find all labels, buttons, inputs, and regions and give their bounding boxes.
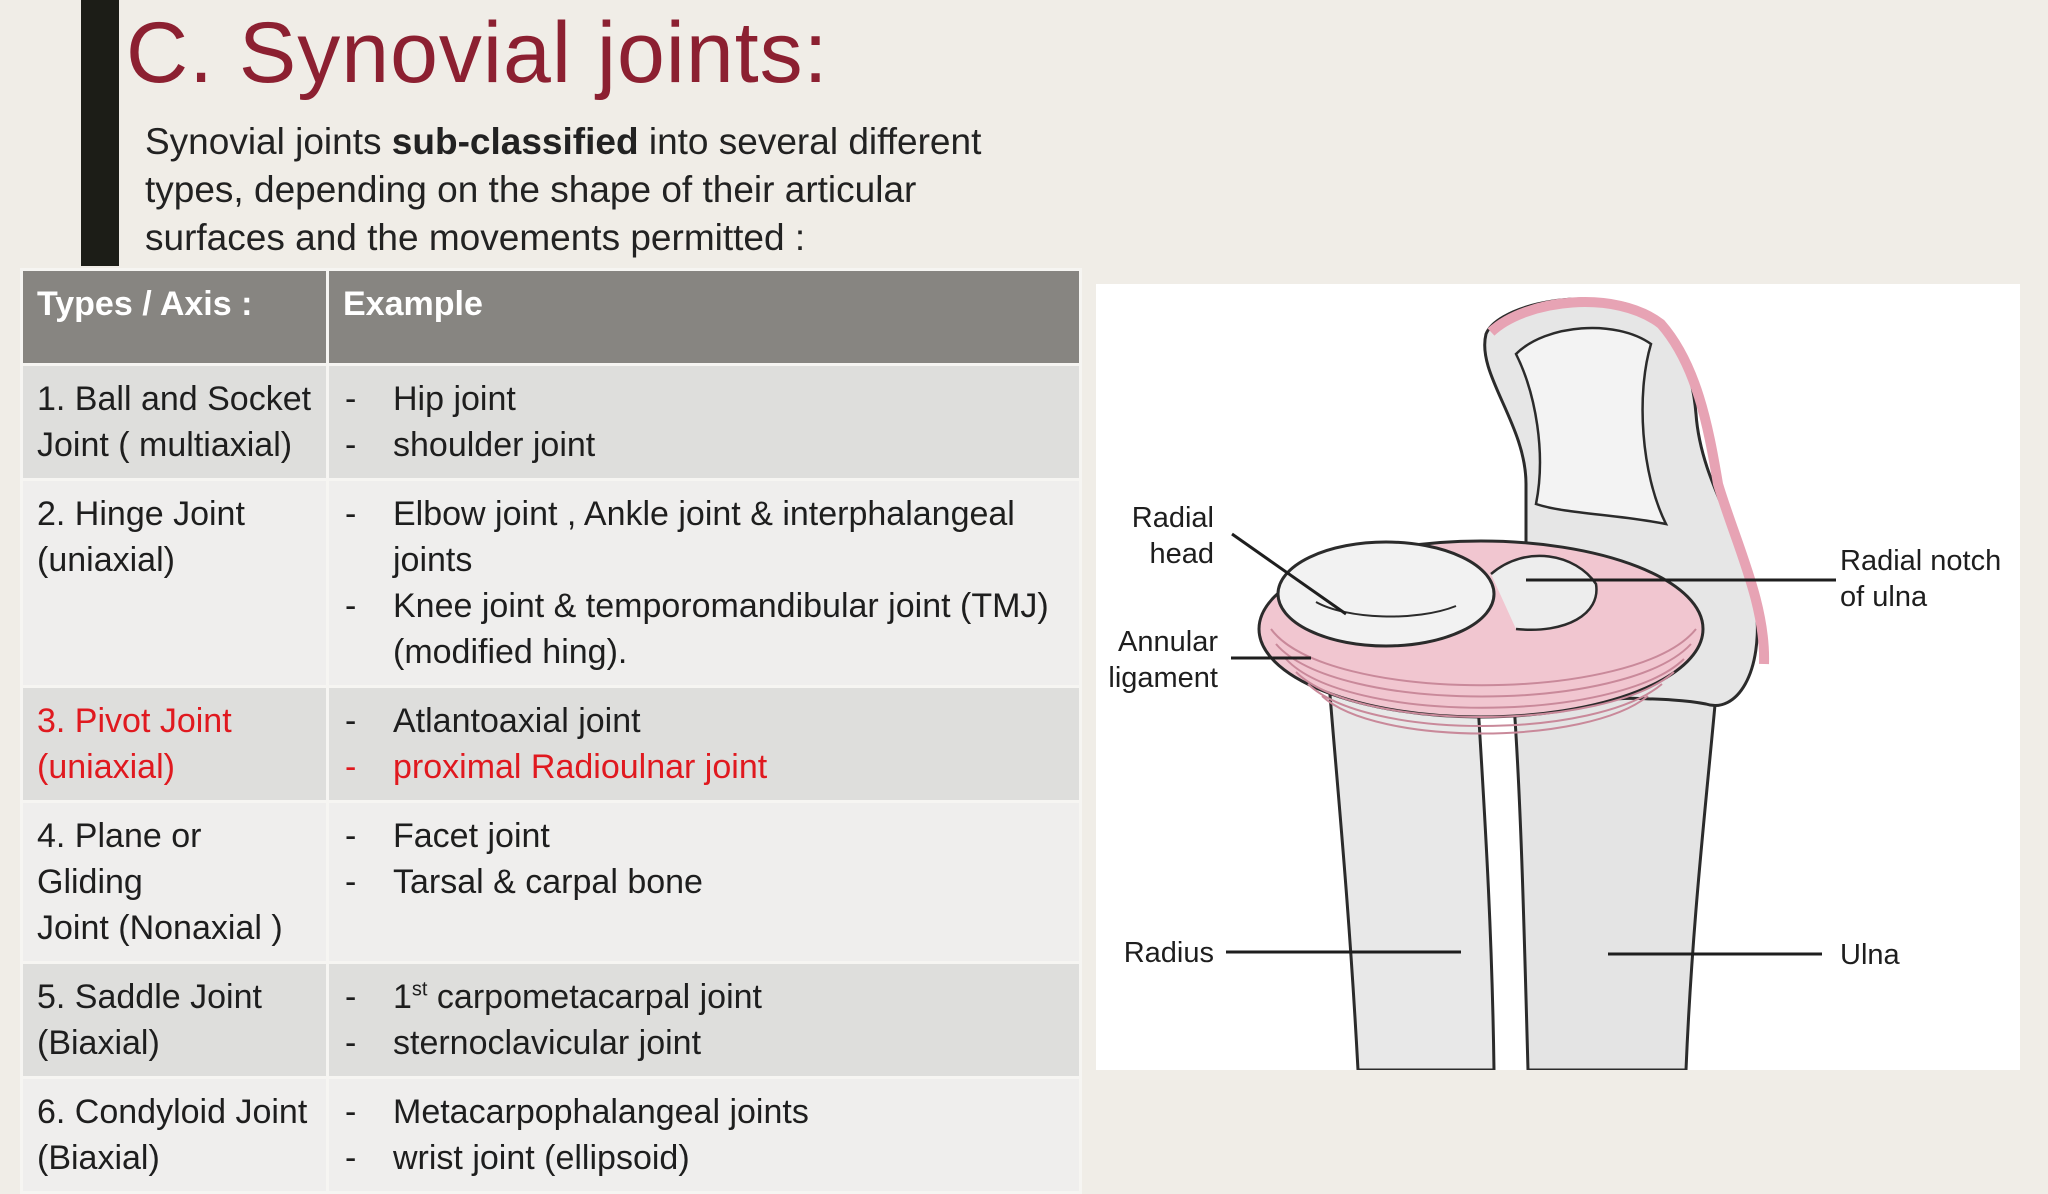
- joint-types-table: Types / Axis : Example 1. Ball and Socke…: [20, 268, 1082, 1194]
- type-name: 5. Saddle Joint: [37, 978, 262, 1016]
- trochlear-notch: [1514, 326, 1669, 526]
- type-cell: 4. Plane or Gliding Joint (Nonaxial ): [20, 800, 329, 964]
- intro-text-start: Synovial joints: [145, 121, 392, 162]
- type-name: 4. Plane or Gliding: [37, 817, 202, 901]
- radioulnar-joint-illustration: Radial head Annular ligament Radius Radi…: [1096, 284, 2020, 1070]
- example-list: 1st carpometacarpal joint sternoclavicul…: [343, 974, 1065, 1066]
- example-item: sternoclavicular joint: [343, 1020, 1065, 1066]
- type-axis: Joint (Nonaxial ): [37, 909, 283, 947]
- example-item: wrist joint (ellipsoid): [343, 1135, 1065, 1181]
- table-row-ball-socket: 1. Ball and Socket Joint ( multiaxial) H…: [20, 363, 1082, 481]
- type-name: 3. Pivot Joint: [37, 702, 232, 740]
- label-annular-line2: ligament: [1108, 662, 1218, 694]
- ordinal-number: 1: [393, 978, 412, 1016]
- type-axis: (uniaxial): [37, 748, 175, 786]
- label-radial-head-line2: head: [1149, 538, 1214, 570]
- ligament-fibres: [1270, 628, 1697, 735]
- example-item: Knee joint & temporomandibular joint (TM…: [343, 583, 1065, 675]
- articular-cartilage: [1487, 297, 1770, 665]
- example-list: Elbow joint , Ankle joint & interphalang…: [343, 491, 1065, 675]
- radial-notch-surface: [1490, 554, 1598, 632]
- example-cell: Facet joint Tarsal & carpal bone: [326, 800, 1082, 964]
- leader-radial-head: [1231, 532, 1347, 616]
- example-item: shoulder joint: [343, 422, 1065, 468]
- radial-head: [1276, 540, 1496, 648]
- label-radius: Radius: [1124, 937, 1214, 969]
- intro-bold-term: sub-classified: [391, 121, 639, 162]
- table-row-pivot: 3. Pivot Joint (uniaxial) Atlantoaxial j…: [20, 685, 1082, 803]
- intro-paragraph: Synovial joints sub-classified into seve…: [145, 118, 1065, 262]
- accent-bar: [81, 0, 119, 266]
- label-annular-line1: Annular: [1118, 626, 1218, 658]
- example-cell: Atlantoaxial joint proximal Radioulnar j…: [326, 685, 1082, 803]
- type-axis: (uniaxial): [37, 541, 175, 579]
- header-types-axis: Types / Axis :: [20, 268, 329, 366]
- header-example: Example: [326, 268, 1082, 366]
- table-row-plane: 4. Plane or Gliding Joint (Nonaxial ) Fa…: [20, 800, 1082, 964]
- type-cell: 2. Hinge Joint (uniaxial): [20, 478, 329, 688]
- radial-head-contour: [1315, 601, 1457, 618]
- example-item: Elbow joint , Ankle joint & interphalang…: [343, 491, 1065, 583]
- type-name: 1. Ball and Socket: [37, 380, 312, 418]
- example-list: Hip joint shoulder joint: [343, 376, 1065, 468]
- type-cell-highlighted: 3. Pivot Joint (uniaxial): [20, 685, 329, 803]
- example-cell: Hip joint shoulder joint: [326, 363, 1082, 481]
- example-item: Tarsal & carpal bone: [343, 859, 1065, 905]
- example-cell: 1st carpometacarpal joint sternoclavicul…: [326, 961, 1082, 1079]
- type-name: 2. Hinge Joint: [37, 495, 245, 533]
- example-item: Hip joint: [343, 376, 1065, 422]
- example-cell: Metacarpophalangeal joints wrist joint (…: [326, 1076, 1082, 1194]
- slide-title: C. Synovial joints:: [126, 5, 829, 101]
- label-radial-notch-line2: of ulna: [1840, 581, 1928, 613]
- example-item: Atlantoaxial joint: [343, 698, 1065, 744]
- ordinal-suffix: st: [411, 978, 428, 1001]
- example-item: Metacarpophalangeal joints: [343, 1089, 1065, 1135]
- type-cell: 1. Ball and Socket Joint ( multiaxial): [20, 363, 329, 481]
- example-item: 1st carpometacarpal joint: [343, 974, 1065, 1020]
- label-radial-notch-line1: Radial notch: [1840, 545, 2001, 577]
- type-axis: (Biaxial): [37, 1139, 160, 1177]
- type-axis: (Biaxial): [37, 1024, 160, 1062]
- label-radial-head-line1: Radial: [1132, 502, 1214, 534]
- type-name: 6. Condyloid Joint: [37, 1093, 308, 1131]
- table-row-condyloid: 6. Condyloid Joint (Biaxial) Metacarpoph…: [20, 1076, 1082, 1194]
- radioulnar-diagram: Radial head Annular ligament Radius Radi…: [1108, 297, 2001, 1070]
- example-item-highlighted: proximal Radioulnar joint: [343, 744, 1065, 790]
- example-list: Atlantoaxial joint proximal Radioulnar j…: [343, 698, 1065, 790]
- example-list: Metacarpophalangeal joints wrist joint (…: [343, 1089, 1065, 1181]
- example-text: carpometacarpal joint: [427, 978, 762, 1016]
- ulna-shaft: [1512, 692, 1718, 1070]
- label-ulna: Ulna: [1840, 939, 1901, 971]
- type-cell: 6. Condyloid Joint (Biaxial): [20, 1076, 329, 1194]
- table-row-hinge: 2. Hinge Joint (uniaxial) Elbow joint , …: [20, 478, 1082, 688]
- example-list: Facet joint Tarsal & carpal bone: [343, 813, 1065, 905]
- type-axis: Joint ( multiaxial): [37, 426, 293, 464]
- type-cell: 5. Saddle Joint (Biaxial): [20, 961, 329, 1079]
- intro-text-end: into several different types, depending …: [145, 121, 982, 258]
- table-row-saddle: 5. Saddle Joint (Biaxial) 1st carpometac…: [20, 961, 1082, 1079]
- table-header-row: Types / Axis : Example: [20, 268, 1082, 366]
- example-item: Facet joint: [343, 813, 1065, 859]
- example-cell: Elbow joint , Ankle joint & interphalang…: [326, 478, 1082, 688]
